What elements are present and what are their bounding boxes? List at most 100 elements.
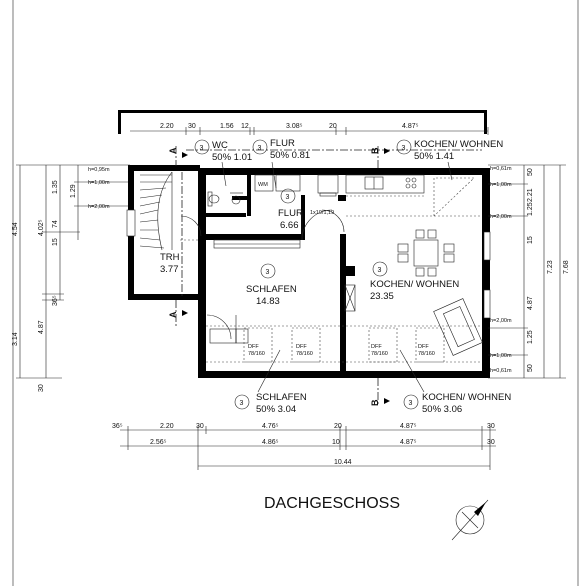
room-num-kochen-top: 3 bbox=[402, 145, 406, 152]
dim-b1-1: 36⁵ bbox=[112, 423, 123, 430]
dim-left-3: 1.35 bbox=[52, 180, 59, 194]
room-num-circle-schlafen-bottom bbox=[234, 394, 250, 410]
room-num-circle-wc bbox=[194, 139, 210, 155]
dim-left-5: 74 bbox=[52, 220, 59, 228]
dff-label-4: DFF bbox=[418, 344, 429, 350]
dim-left-2: 4.02⁵ bbox=[38, 219, 45, 236]
room-kochen-bottom-area: 50% 3.06 bbox=[422, 404, 462, 415]
dff-windows bbox=[243, 327, 445, 363]
leader-flur bbox=[271, 161, 277, 189]
section-b-top: B bbox=[370, 147, 380, 154]
dim-right-6: 7.23 bbox=[547, 260, 554, 274]
dim-b2-5: 30 bbox=[487, 439, 495, 446]
door-label: 1x19/1,19 bbox=[310, 210, 334, 216]
dim-left-8: 4.87 bbox=[38, 320, 45, 334]
dim-top-7: 4.87⁵ bbox=[402, 123, 419, 130]
leader-schlafen bbox=[257, 349, 281, 393]
dim-top-5: 3.08⁵ bbox=[286, 123, 303, 130]
height-right-4: h=2,00m bbox=[490, 318, 512, 324]
dff-size-4: 78/160 bbox=[418, 351, 435, 357]
dim-b1-5: 20 bbox=[334, 423, 342, 430]
dim-left-9: 3.14 bbox=[12, 332, 19, 346]
dim-b2-3: 10 bbox=[332, 439, 340, 446]
dim-b3-total: 10.44 bbox=[334, 459, 352, 466]
window-stair bbox=[126, 209, 136, 237]
dim-right-2: 2.21 bbox=[527, 188, 534, 202]
dim-left-7: 36⁵ bbox=[52, 295, 59, 306]
room-schlafen-bottom-area: 50% 3.04 bbox=[256, 404, 296, 415]
height-left-2: h=1,00m bbox=[88, 180, 110, 186]
section-lines bbox=[175, 146, 482, 404]
dim-left-6: 15 bbox=[52, 238, 59, 246]
room-num-circle-kochen-top bbox=[396, 139, 412, 155]
dim-right-3: 1.25 bbox=[527, 202, 534, 216]
plan-title: DACHGESCHOSS bbox=[264, 495, 400, 512]
room-flur-top-name: FLUR bbox=[270, 138, 295, 149]
room-wc-name: WC bbox=[212, 140, 228, 151]
staircase bbox=[139, 171, 173, 251]
room-kochen-top-area: 50% 1.41 bbox=[414, 151, 454, 162]
room-kochen-bottom-name: KOCHEN/ WOHNEN bbox=[422, 392, 511, 403]
dim-top-6: 20 bbox=[329, 123, 337, 130]
dim-b2-1: 2.56⁵ bbox=[150, 439, 167, 446]
dim-right bbox=[488, 164, 566, 379]
room-kochen-area: 23.35 bbox=[370, 291, 394, 302]
room-num-circle-kochen bbox=[372, 261, 388, 277]
leader-wc bbox=[221, 161, 227, 187]
dff-size-1: 78/160 bbox=[248, 351, 265, 357]
room-trh-name: TRH bbox=[160, 252, 180, 263]
height-right-3: h=2,00m bbox=[490, 214, 512, 220]
room-num-kochen: 3 bbox=[378, 267, 382, 274]
dff-size-3: 78/160 bbox=[371, 351, 388, 357]
dim-b2-4: 4.87⁵ bbox=[400, 439, 417, 446]
height-right-5: h=1,00m bbox=[490, 353, 512, 359]
dim-b1-3: 30 bbox=[196, 423, 204, 430]
room-flur-area: 6.66 bbox=[280, 220, 299, 231]
room-num-kochen-bottom: 3 bbox=[409, 400, 413, 407]
section-b-bottom: B bbox=[370, 399, 380, 406]
room-schlafen-bottom-name: SCHLAFEN bbox=[256, 392, 307, 403]
dim-right-7: 7.68 bbox=[563, 260, 570, 274]
dim-left-1: 4.54 bbox=[12, 222, 19, 236]
room-schlafen-name: SCHLAFEN bbox=[246, 284, 297, 295]
height-right-2: h=1,00m bbox=[490, 182, 512, 188]
room-num-schlafen-bottom: 3 bbox=[240, 400, 244, 407]
room-num-circle-flur-top bbox=[252, 139, 268, 155]
height-left-1: h=0,95m bbox=[88, 167, 110, 173]
room-num-circle-kochen-bottom bbox=[403, 394, 419, 410]
room-kochen-top-name: KOCHEN/ WOHNEN bbox=[414, 139, 503, 150]
height-left-3: h=2,00m bbox=[88, 204, 110, 210]
height-right-1: h=0,61m bbox=[490, 166, 512, 172]
dim-bottom bbox=[120, 426, 496, 470]
fixtures bbox=[139, 171, 483, 363]
dim-right-1: 50 bbox=[527, 168, 534, 176]
room-num-flur: 3 bbox=[286, 194, 290, 201]
room-num-circle-schlafen bbox=[260, 263, 276, 279]
section-a-top: A bbox=[168, 147, 178, 154]
dim-right-4: 15 bbox=[527, 236, 534, 244]
dim-b2-2: 4.86⁵ bbox=[262, 439, 279, 446]
dim-left-4: 1.29 bbox=[70, 184, 77, 198]
room-flur-name: FLUR bbox=[278, 208, 303, 219]
dff-label-3: DFF bbox=[371, 344, 382, 350]
leader-kochen-top bbox=[447, 161, 453, 181]
dim-top-4: 12 bbox=[241, 123, 249, 130]
room-num-flur-top: 3 bbox=[258, 145, 262, 152]
dim-top-2: 30 bbox=[188, 123, 196, 130]
room-kochen-name: KOCHEN/ WOHNEN bbox=[370, 279, 459, 290]
dim-top bbox=[130, 127, 489, 135]
north-arrow-icon bbox=[451, 499, 489, 541]
room-num-circle-flur bbox=[280, 188, 296, 204]
room-flur-top-area: 50% 0.81 bbox=[270, 150, 310, 161]
dim-right-8: 1.25 bbox=[527, 330, 534, 344]
dim-b1-2: 2.20 bbox=[160, 423, 174, 430]
window-right-lower bbox=[483, 289, 491, 319]
wm-label: WM bbox=[258, 182, 268, 188]
room-wc-area: 50% 1.01 bbox=[212, 152, 252, 163]
dff-label-1: DFF bbox=[248, 344, 259, 350]
leader-kochen-bottom bbox=[399, 349, 425, 393]
dim-top-1: 2.20 bbox=[160, 123, 174, 130]
window-right-upper bbox=[483, 231, 491, 261]
dim-right-9: 50 bbox=[527, 364, 534, 372]
